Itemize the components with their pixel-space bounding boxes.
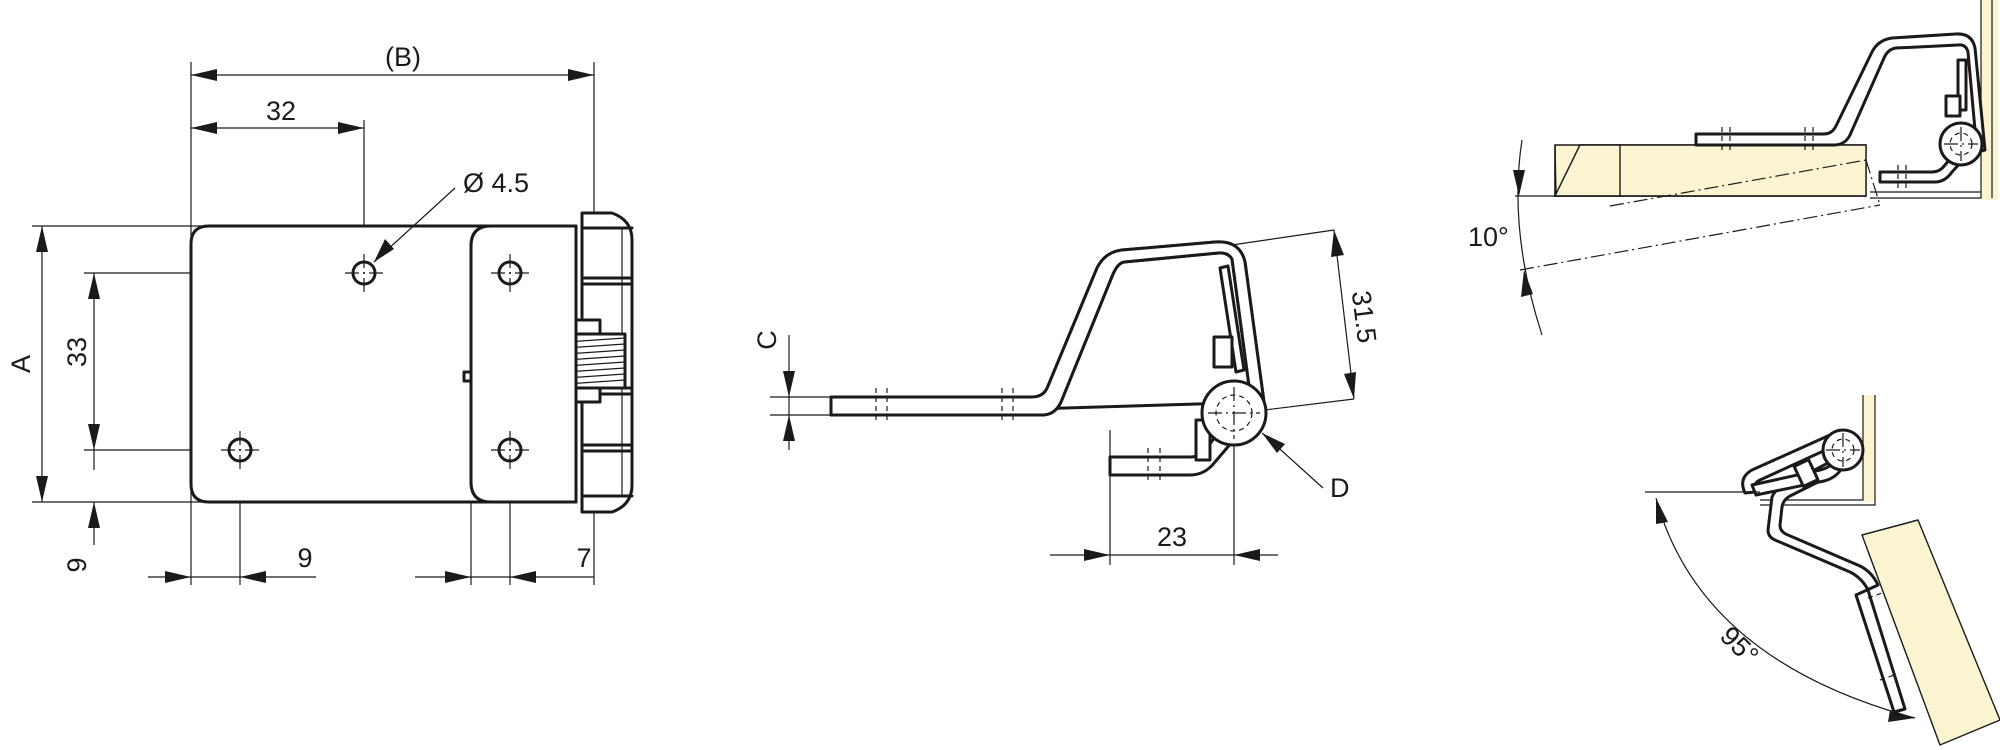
angle-95: 95° [1714, 621, 1764, 671]
label-pin: D [1330, 473, 1350, 503]
detail-opening-10: 10° [1468, 0, 1998, 336]
side-view: C 31.5 23 D [752, 229, 1382, 565]
angle-10: 10° [1468, 222, 1509, 252]
mounting-holes [221, 254, 529, 469]
dim-bottom-offset: 9 [62, 557, 92, 572]
right-leaf [469, 224, 578, 504]
dim-hole-diameter: Ø 4.5 [463, 168, 529, 198]
dim-overall-width: (B) [385, 42, 421, 72]
dim-thickness: C [752, 330, 782, 350]
dim-side-height: 31.5 [1346, 289, 1382, 345]
dim-side-width: 23 [1157, 522, 1187, 552]
dim-hole-spacing: 33 [62, 337, 92, 367]
dim-hole-offset: 32 [266, 96, 296, 126]
dim-left-offset: 9 [297, 543, 312, 573]
dim-leaf-offset: 7 [576, 543, 591, 573]
front-view: (B) 32 Ø 4.5 A 33 9 9 7 [6, 42, 634, 585]
dim-height: A [6, 355, 36, 373]
detail-opening-95: 95° [1645, 395, 2000, 746]
